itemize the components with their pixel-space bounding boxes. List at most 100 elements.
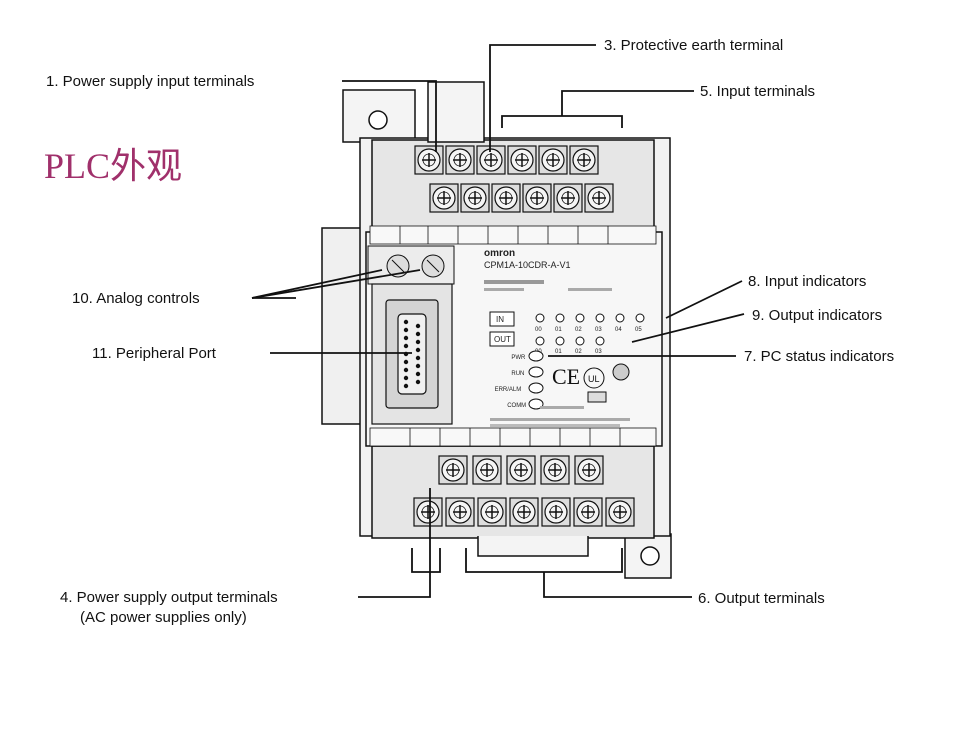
input-led-icon bbox=[535, 313, 545, 323]
terminal-screw-icon bbox=[413, 497, 443, 527]
terminal-legend-strips bbox=[369, 225, 657, 447]
label-output-terminals: 6. Output terminals bbox=[698, 590, 825, 607]
pin-icon bbox=[415, 347, 421, 353]
terminal-screw-icon bbox=[541, 497, 571, 527]
analog-controls[interactable] bbox=[367, 245, 455, 285]
input-led-icon bbox=[635, 313, 645, 323]
status-led-icon bbox=[528, 382, 544, 394]
label-power-supply-output: 4. Power supply output terminals bbox=[60, 589, 278, 606]
fine-print-line bbox=[484, 280, 544, 284]
terminal-screw-icon bbox=[445, 497, 475, 527]
peripheral-port[interactable] bbox=[371, 283, 453, 425]
device-model: CPM1A-10CDR-A-V1 bbox=[484, 260, 571, 270]
output-led-icon bbox=[535, 336, 545, 346]
terminal-screw-icon bbox=[429, 183, 459, 213]
leader-output-terminals bbox=[543, 572, 692, 598]
input-led-label: 02 bbox=[575, 327, 582, 333]
input-led-label: 05 bbox=[635, 327, 642, 333]
label-input-indicators: 8. Input indicators bbox=[748, 273, 866, 290]
leader-lines bbox=[251, 44, 745, 598]
input-terminal-row-lower bbox=[429, 183, 614, 213]
output-terminal-row-upper bbox=[438, 455, 604, 485]
svg-text:UL: UL bbox=[588, 374, 600, 384]
label-analog-controls: 10. Analog controls bbox=[72, 290, 200, 307]
out-label: OUT bbox=[494, 335, 511, 344]
terminal-screw-icon bbox=[584, 183, 614, 213]
top-mount-hole bbox=[368, 110, 388, 130]
device-brand: omron bbox=[484, 248, 515, 259]
terminal-screw-icon bbox=[553, 183, 583, 213]
fine-print-line bbox=[540, 406, 584, 409]
pin-icon bbox=[403, 359, 409, 365]
output-led-label: 01 bbox=[555, 349, 562, 355]
output-led-label: 02 bbox=[575, 349, 582, 355]
terminal-screw-icon bbox=[507, 145, 537, 175]
in-label: IN bbox=[496, 315, 504, 324]
csa-mark-icon bbox=[612, 363, 630, 381]
leader-power-output bbox=[358, 488, 431, 598]
leader-power-input bbox=[342, 80, 437, 152]
input-terminal-row-upper bbox=[414, 145, 599, 175]
pin-icon bbox=[415, 323, 421, 329]
status-led-label: COMM bbox=[507, 403, 526, 409]
slide-title: PLC外观 bbox=[44, 146, 182, 186]
leader-analog-b bbox=[251, 269, 421, 299]
input-led-label: 01 bbox=[555, 327, 562, 333]
terminal-screw-icon bbox=[569, 145, 599, 175]
leader-input-indicators bbox=[665, 280, 743, 319]
terminal-screw-icon bbox=[477, 497, 507, 527]
bottom-mount-hole bbox=[640, 546, 660, 566]
leader-output-indicators bbox=[631, 313, 745, 343]
cert-code-icon bbox=[587, 391, 607, 403]
input-led-icon bbox=[555, 313, 565, 323]
terminal-screw-icon bbox=[472, 455, 502, 485]
leader-input-terminals bbox=[561, 90, 694, 116]
terminal-screw-icon bbox=[506, 455, 536, 485]
input-indicators bbox=[535, 313, 645, 323]
label-output-indicators: 9. Output indicators bbox=[752, 307, 882, 324]
leader-analog-a bbox=[251, 269, 383, 299]
input-led-label: 00 bbox=[535, 327, 542, 333]
fine-print-line bbox=[568, 288, 612, 291]
certification-marks: CE UL bbox=[552, 363, 630, 403]
terminal-screw-icon bbox=[522, 183, 552, 213]
status-led-label: RUN bbox=[511, 371, 524, 377]
terminal-screw-icon bbox=[460, 183, 490, 213]
terminal-screw-icon bbox=[491, 183, 521, 213]
pin-icon bbox=[403, 375, 409, 381]
pin-icon bbox=[403, 367, 409, 373]
terminal-screw-icon bbox=[476, 145, 506, 175]
pin-icon bbox=[415, 355, 421, 361]
status-led-icon bbox=[528, 398, 544, 410]
status-led-label: ERR/ALM bbox=[495, 387, 522, 393]
label-protective-earth: 3. Protective earth terminal bbox=[604, 37, 783, 54]
io-label-boxes bbox=[489, 311, 515, 347]
label-pc-status-indicators: 7. PC status indicators bbox=[744, 348, 894, 365]
terminal-screw-icon bbox=[509, 497, 539, 527]
bracket-power-output bbox=[411, 548, 441, 573]
output-led-label: 03 bbox=[595, 349, 602, 355]
pin-icon bbox=[403, 335, 409, 341]
pin-icon bbox=[415, 363, 421, 369]
input-led-label: 03 bbox=[595, 327, 602, 333]
pin-icon bbox=[415, 331, 421, 337]
ce-mark-icon: CE bbox=[552, 364, 580, 389]
fine-print-line bbox=[490, 424, 620, 427]
terminal-screw-icon bbox=[574, 455, 604, 485]
pin-icon bbox=[415, 379, 421, 385]
pin-icon bbox=[403, 327, 409, 333]
label-peripheral-port: 11. Peripheral Port bbox=[92, 345, 217, 362]
label-input-terminals: 5. Input terminals bbox=[700, 83, 815, 100]
label-power-supply-input: 1. Power supply input terminals bbox=[46, 73, 254, 90]
terminal-screw-icon bbox=[605, 497, 635, 527]
pin-icon bbox=[415, 371, 421, 377]
earth-terminal-housing bbox=[427, 81, 485, 143]
db-connector-icon bbox=[397, 313, 427, 395]
ul-mark-icon bbox=[583, 367, 605, 389]
fine-print-line bbox=[484, 288, 524, 291]
terminal-screw-icon bbox=[573, 497, 603, 527]
terminal-screw-icon bbox=[540, 455, 570, 485]
status-led-icon bbox=[528, 366, 544, 378]
